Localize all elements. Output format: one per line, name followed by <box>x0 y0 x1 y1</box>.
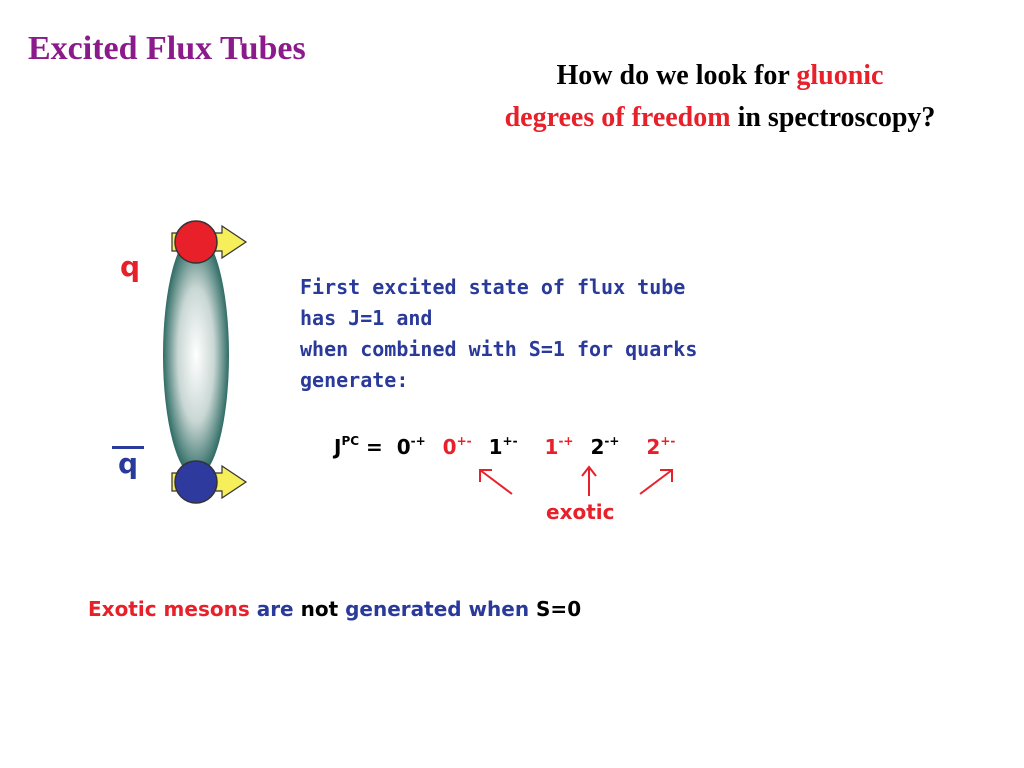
note-exotic-mesons: Exotic mesons <box>88 597 250 621</box>
note-text: are <box>249 597 301 621</box>
question-text: in spectroscopy? <box>730 102 936 133</box>
quark-sphere <box>174 220 218 264</box>
question-highlight: gluonic <box>796 60 884 91</box>
jpc-state: 0-+ <box>396 434 426 459</box>
quark-label: q <box>120 250 141 283</box>
question-text: How do we look for <box>556 60 797 91</box>
jpc-state: 2-+ <box>590 434 620 459</box>
jpc-equals: = <box>359 435 390 459</box>
description-line: generate: <box>300 368 409 392</box>
bottom-note: Exotic mesons are not generated when S=0 <box>88 597 581 621</box>
jpc-list: JPC = 0-+ 0+- 1+- 1-+ 2-+ 2+- <box>334 434 675 459</box>
jpc-state-exotic: 0+- <box>442 434 472 459</box>
note-text: generated when <box>338 597 537 621</box>
description-line: First excited state of flux tube <box>300 275 686 299</box>
question-highlight: degrees of freedom <box>504 102 731 133</box>
arrow-up-left-icon <box>479 469 513 495</box>
description-line: has J=1 and <box>300 306 433 330</box>
antiquark-sphere <box>174 460 218 504</box>
antiquark-label: q <box>112 446 145 479</box>
question-line-2: degrees of freedom in spectroscopy? <box>420 102 1020 134</box>
exotic-arrows <box>479 465 673 496</box>
jpc-state: 1+- <box>488 434 518 459</box>
flux-tube-diagram <box>163 220 248 504</box>
arrow-up-right-icon <box>639 469 673 495</box>
jpc-state-exotic: 1-+ <box>544 434 574 459</box>
slide-title: Excited Flux Tubes <box>28 30 306 67</box>
question-line-1: How do we look for gluonic <box>420 60 1020 92</box>
jpc-label: JPC <box>334 434 360 459</box>
description: First excited state of flux tube has J=1… <box>300 272 697 396</box>
exotic-label: exotic <box>546 500 615 524</box>
note-not: not <box>300 597 339 621</box>
description-line: when combined with S=1 for quarks <box>300 337 698 361</box>
jpc-state-exotic: 2+- <box>646 434 676 459</box>
note-spin: S=0 <box>536 597 582 621</box>
flux-tube <box>163 233 229 477</box>
